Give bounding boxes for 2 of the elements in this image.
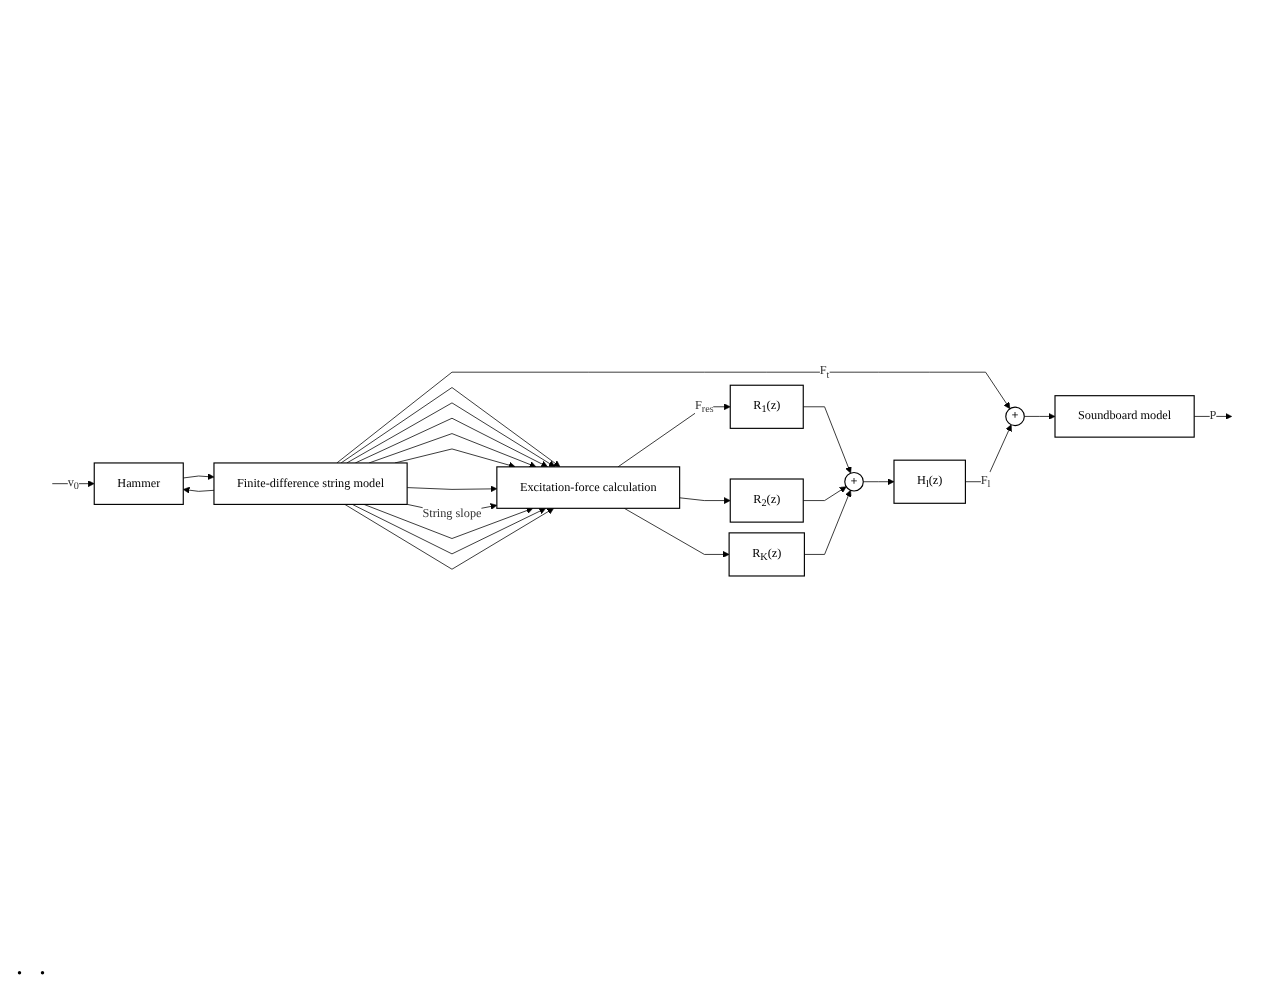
ellipsis-dot: . bbox=[16, 952, 23, 982]
ellipsis-dot: . bbox=[39, 952, 46, 982]
